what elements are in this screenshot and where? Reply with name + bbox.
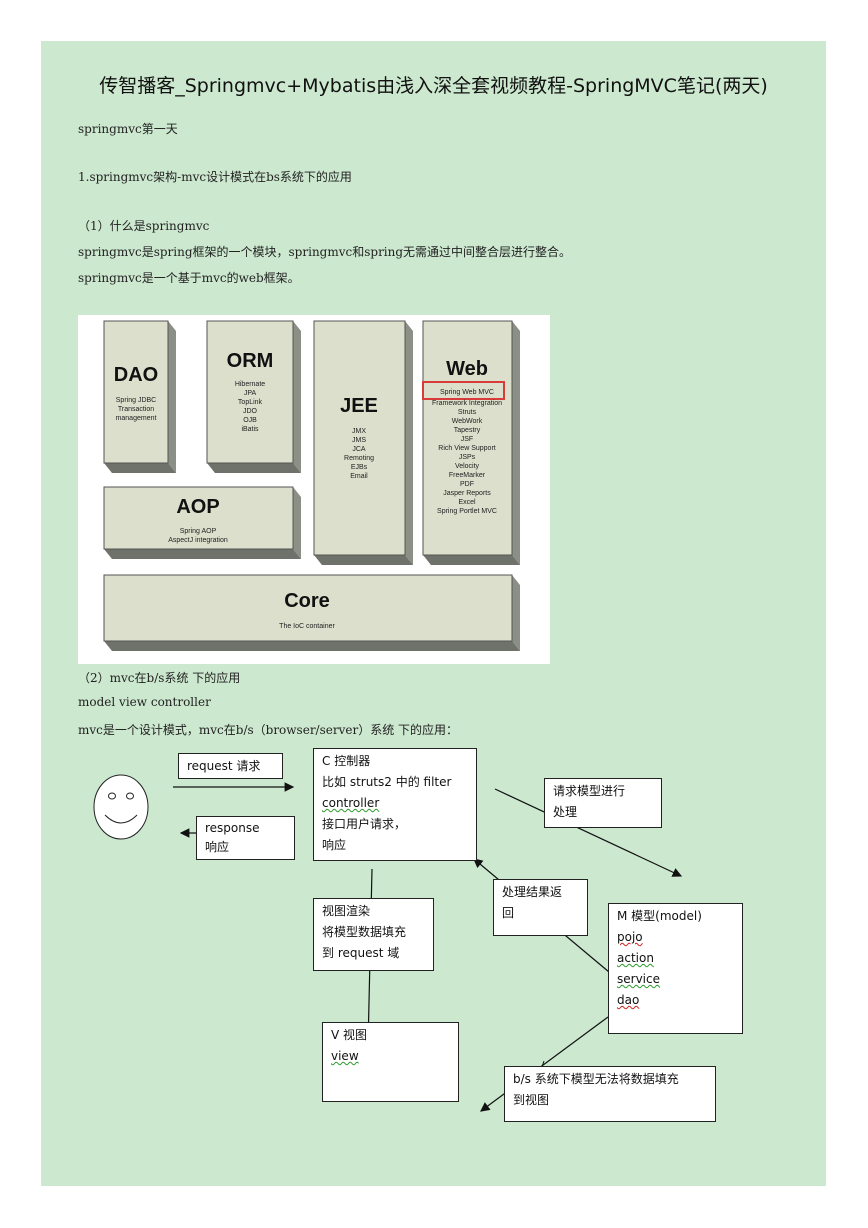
svg-text:OJB: OJB [243, 417, 257, 424]
svg-text:management: management [116, 415, 157, 422]
aop-block: AOP Spring AOP AspectJ integration [103, 486, 301, 559]
jee-title: JEE [340, 395, 378, 417]
svg-text:JSPs: JSPs [459, 454, 476, 461]
question-2: （2）mvc在b/s系统 下的应用 [78, 671, 241, 685]
web-title: Web [446, 358, 488, 380]
svg-text:TopLink: TopLink [238, 399, 263, 406]
dao-block: DAO Spring JDBC Transaction management [103, 320, 176, 473]
svg-text:FreeMarker: FreeMarker [449, 472, 486, 479]
day-heading: springmvc第一天 [78, 122, 178, 136]
to-model-arrow [494, 788, 683, 877]
jee-block: JEE JMX JMS JCA Remoting EJBs Email [313, 320, 413, 565]
svg-text:Jasper Reports: Jasper Reports [443, 490, 491, 497]
svg-text:Email: Email [350, 473, 368, 480]
svg-text:JSF: JSF [461, 436, 473, 443]
user-smiley-icon [93, 774, 149, 840]
svg-text:Rich View Support: Rich View Support [438, 445, 496, 452]
orm-block: ORM Hibernate JPA TopLink JDO OJB iBatis [206, 320, 301, 473]
result-back-box: 处理结果返 回 [493, 879, 588, 936]
paragraph-3: model view controller [78, 695, 211, 709]
svg-text:Spring AOP: Spring AOP [180, 528, 217, 535]
web-block: Web Spring Web MVC Framework Integration… [422, 320, 520, 565]
controller-box: C 控制器 比如 struts2 中的 filter controller 接口… [313, 748, 477, 861]
model-to-view-arrow [480, 1016, 609, 1112]
aop-title: AOP [176, 496, 219, 518]
core-block: Core The IoC container [103, 574, 520, 651]
paragraph-1: springmvc是spring框架的一个模块，springmvc和spring… [78, 245, 572, 259]
spring-architecture-figure: DAO Spring JDBC Transaction management O… [78, 315, 550, 664]
svg-text:Hibernate: Hibernate [235, 381, 265, 388]
response-label-box: response 响应 [196, 816, 295, 860]
svg-text:Remoting: Remoting [344, 455, 374, 462]
svg-text:Tapestry: Tapestry [454, 427, 481, 434]
section-heading: 1.springmvc架构-mvc设计模式在bs系统下的应用 [78, 170, 352, 184]
page-title: 传智播客_Springmvc+Mybatis由浅入深全套视频教程-SpringM… [99, 75, 768, 97]
request-model-box: 请求模型进行 处理 [544, 778, 662, 828]
svg-text:Velocity: Velocity [455, 463, 480, 470]
request-label-box: request 请求 [178, 753, 283, 779]
svg-text:Excel: Excel [458, 499, 476, 506]
svg-text:Framework Integration: Framework Integration [432, 400, 502, 407]
svg-text:JDO: JDO [243, 408, 258, 415]
svg-text:Spring JDBC: Spring JDBC [116, 397, 156, 404]
svg-text:AspectJ integration: AspectJ integration [168, 537, 228, 544]
document-page: 传智播客_Springmvc+Mybatis由浅入深全套视频教程-SpringM… [41, 41, 826, 1186]
svg-text:JMX: JMX [352, 428, 366, 435]
question-1: （1）什么是springmvc [78, 219, 210, 233]
mvc-diagram: request 请求 response 响应 C 控制器 比如 struts2 … [41, 741, 826, 1161]
svg-text:iBatis: iBatis [241, 426, 259, 433]
spring-web-mvc-highlight [422, 381, 505, 400]
svg-text:The IoC container: The IoC container [279, 623, 335, 630]
svg-text:Spring Web MVC: Spring Web MVC [440, 389, 494, 396]
model-box: M 模型(model) pojo action service dao [608, 903, 743, 1034]
view-box: V 视图 view [322, 1022, 459, 1102]
svg-text:JMS: JMS [352, 437, 366, 444]
dao-title: DAO [114, 364, 158, 386]
orm-title: ORM [227, 350, 274, 372]
paragraph-2: springmvc是一个基于mvc的web框架。 [78, 271, 300, 285]
svg-text:Spring Portlet MVC: Spring Portlet MVC [437, 508, 497, 515]
render-box: 视图渲染 将模型数据填充 到 request 域 [313, 898, 434, 971]
svg-text:EJBs: EJBs [351, 464, 368, 471]
paragraph-4: mvc是一个设计模式，mvc在b/s（browser/server）系统 下的应… [78, 723, 459, 737]
svg-text:JPA: JPA [244, 390, 257, 397]
svg-text:Struts: Struts [458, 409, 477, 416]
core-title: Core [284, 590, 330, 612]
svg-text:Transaction: Transaction [118, 406, 154, 413]
svg-text:JCA: JCA [352, 446, 366, 453]
bs-note-box: b/s 系统下模型无法将数据填充 到视图 [504, 1066, 716, 1122]
svg-text:PDF: PDF [460, 481, 474, 488]
svg-text:WebWork: WebWork [452, 418, 483, 425]
